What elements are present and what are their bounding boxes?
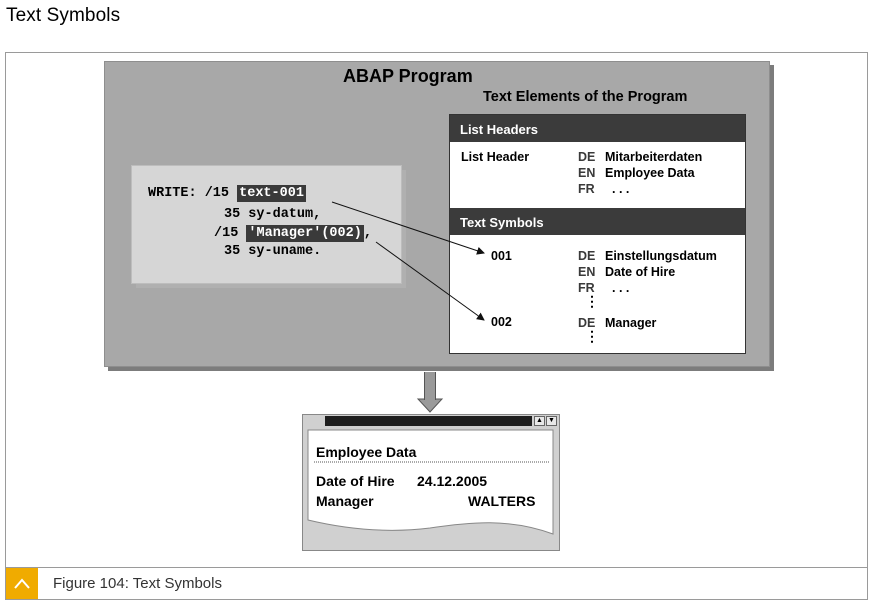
code-line-2: 35 sy-datum, [224, 207, 322, 222]
ts1-text-en: Date of Hire [605, 265, 676, 279]
chevron-up-icon [14, 578, 30, 589]
code-highlight-manager: 'Manager'(002) [246, 225, 364, 242]
symbol-id-002: 002 [491, 315, 512, 329]
figure-caption: Figure 104: Text Symbols [53, 575, 222, 592]
code-line-3-prefix: /15 [214, 226, 247, 241]
vertical-ellipsis-1: ⋮ [585, 293, 599, 309]
lh-lang-en: EN [578, 166, 596, 180]
list-headers-header: List Headers [450, 115, 745, 142]
ts1-text-de: Einstellungsdatum [605, 249, 717, 263]
ts2-text-de: Manager [605, 316, 657, 330]
code-highlight-text-001: text-001 [237, 185, 306, 202]
code-line-3-suffix: , [363, 226, 372, 241]
code-box [131, 165, 402, 284]
output-row1-value: 24.12.2005 [417, 473, 488, 489]
ts1-lang-fr: FR [578, 281, 595, 295]
list-header-label: List Header [461, 150, 530, 164]
lh-lang-fr: FR [578, 182, 595, 196]
lh-text-de: Mitarbeiterdaten [605, 150, 703, 164]
lh-text-fr: . . . [612, 182, 630, 196]
symbol-id-001: 001 [491, 249, 512, 263]
down-arrow-shaft [424, 372, 436, 400]
scroll-up-button[interactable]: ▲ [534, 416, 545, 426]
ts1-lang-en: EN [578, 265, 596, 279]
arrow-manager-to-002 [375, 241, 485, 321]
arrow-text-001-to-001 [331, 201, 485, 255]
output-row2-label: Manager [316, 493, 374, 509]
ts2-lang-de: DE [578, 316, 596, 330]
text-symbols-header: Text Symbols [450, 208, 745, 235]
lh-lang-de: DE [578, 150, 596, 164]
figure-frame [5, 52, 868, 600]
caption-bar [5, 567, 868, 600]
code-line-1-prefix: WRITE: /15 [148, 186, 238, 201]
caption-icon[interactable] [6, 568, 38, 599]
scroll-down-button[interactable]: ▼ [546, 416, 557, 426]
ts1-lang-de: DE [578, 249, 596, 263]
output-title: Employee Data [316, 444, 417, 460]
lh-text-en: Employee Data [605, 166, 695, 180]
output-title-bar [325, 416, 532, 426]
output-row1-label: Date of Hire [316, 473, 395, 489]
page-heading: Text Symbols [6, 5, 121, 26]
code-line-4: 35 sy-uname. [224, 244, 322, 259]
output-row2-value: WALTERS [468, 493, 536, 509]
program-title: ABAP Program [343, 66, 473, 86]
code-line-3: /15 'Manager'(002), [214, 225, 372, 242]
vertical-ellipsis-2: ⋮ [585, 328, 599, 344]
text-elements-title: Text Elements of the Program [483, 89, 688, 105]
ts1-text-fr: . . . [612, 281, 630, 295]
code-line-1: WRITE: /15 text-001 [148, 185, 306, 202]
